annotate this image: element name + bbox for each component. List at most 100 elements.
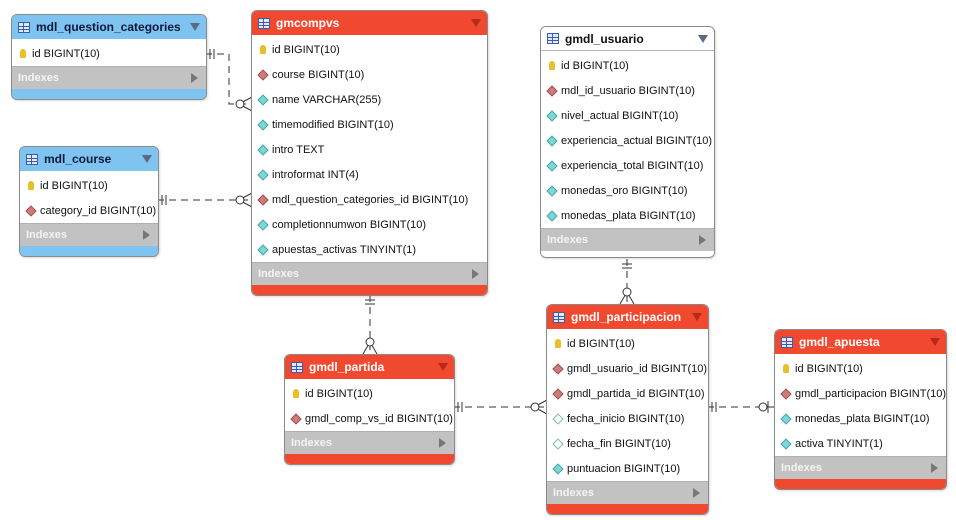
column-row[interactable]: introformat INT(4) [252,162,487,187]
relationship-usuario-participacion[interactable] [619,259,635,305]
column-row[interactable]: monedas_plata BIGINT(10) [775,406,946,431]
column-icon [546,109,558,122]
collapse-toggle-icon[interactable] [698,34,708,43]
column-row[interactable]: id BIGINT(10) [20,173,158,198]
expand-arrow-icon[interactable] [143,230,150,240]
table-icon [547,33,559,44]
collapse-toggle-icon[interactable] [438,363,448,371]
table-footer [541,251,714,257]
collapse-toggle-icon[interactable] [930,338,940,346]
indexes-label: Indexes [258,268,299,280]
column-row[interactable]: id BIGINT(10) [12,41,206,66]
table-title: gmdl_partida [309,360,385,374]
column-row[interactable]: apuestas_activas TINYINT(1) [252,237,487,262]
column-icon [257,118,269,131]
column-row[interactable]: mdl_id_usuario BIGINT(10) [541,78,714,103]
relationship-course-gmcompvs[interactable] [157,192,253,208]
column-row[interactable]: id BIGINT(10) [547,331,708,356]
table-mdl-question-categories[interactable]: mdl_question_categories id BIGINT(10) In… [11,14,207,100]
table-header[interactable]: gmdl_participacion [547,305,708,329]
column-row[interactable]: timemodified BIGINT(10) [252,112,487,137]
column-row[interactable]: gmdl_participacion BIGINT(10) [775,381,946,406]
indexes-section[interactable]: Indexes [252,262,487,285]
table-header[interactable]: mdl_question_categories [12,15,206,39]
collapse-toggle-icon[interactable] [142,155,152,163]
column-row[interactable]: monedas_oro BIGINT(10) [541,178,714,203]
column-row[interactable]: gmdl_comp_vs_id BIGINT(10) [285,406,454,431]
table-gmdl-apuesta[interactable]: gmdl_apuesta id BIGINT(10) gmdl_particip… [774,329,947,490]
table-header[interactable]: gmdl_apuesta [775,330,946,354]
table-title: gmdl_apuesta [799,335,880,349]
column-label: fecha_inicio BIGINT(10) [567,412,685,425]
column-label: category_id BIGINT(10) [40,204,157,217]
column-label: name VARCHAR(255) [272,93,382,106]
collapse-toggle-icon[interactable] [190,23,200,31]
indexes-section[interactable]: Indexes [541,228,714,251]
table-gmdl-usuario[interactable]: gmdl_usuario id BIGINT(10) mdl_id_usuari… [540,26,715,258]
table-header[interactable]: gmdl_partida [285,355,454,379]
expand-arrow-icon[interactable] [931,463,938,473]
expand-arrow-icon[interactable] [439,438,446,448]
collapse-toggle-icon[interactable] [471,19,481,27]
column-label: id BIGINT(10) [561,59,629,72]
primary-key-icon [26,181,36,190]
relationship-participacion-apuesta[interactable] [707,401,775,413]
indexes-section[interactable]: Indexes [12,66,206,89]
column-row[interactable]: mdl_question_categories_id BIGINT(10) [252,187,487,212]
column-row[interactable]: nivel_actual BIGINT(10) [541,103,714,128]
column-label: gmdl_comp_vs_id BIGINT(10) [305,412,453,425]
table-icon [553,311,565,323]
column-row[interactable]: puntuacion BIGINT(10) [547,456,708,481]
table-gmcompvs[interactable]: gmcompvs id BIGINT(10) course BIGINT(10)… [251,10,488,296]
column-row[interactable]: fecha_fin BIGINT(10) [547,431,708,456]
column-row[interactable]: completionnumwon BIGINT(10) [252,212,487,237]
column-row[interactable]: intro TEXT [252,137,487,162]
indexes-section[interactable]: Indexes [775,456,946,479]
expand-arrow-icon[interactable] [191,73,198,83]
relationship-partida-participacion[interactable] [453,399,548,415]
table-gmdl-participacion[interactable]: gmdl_participacion id BIGINT(10) gmdl_us… [546,304,709,515]
column-row[interactable]: category_id BIGINT(10) [20,198,158,223]
indexes-section[interactable]: Indexes [20,223,158,246]
indexes-label: Indexes [781,462,822,474]
expand-arrow-icon[interactable] [472,269,479,279]
column-row[interactable]: gmdl_usuario_id BIGINT(10) [547,356,708,381]
column-row[interactable]: course BIGINT(10) [252,62,487,87]
column-label: intro TEXT [272,143,325,156]
relationship-question-categories-gmcompvs[interactable] [205,49,253,112]
nullable-column-icon [552,437,564,450]
table-header[interactable]: gmdl_usuario [541,27,714,51]
column-row[interactable]: fecha_inicio BIGINT(10) [547,406,708,431]
column-row[interactable]: gmdl_partida_id BIGINT(10) [547,381,708,406]
column-row[interactable]: name VARCHAR(255) [252,87,487,112]
table-mdl-course[interactable]: mdl_course id BIGINT(10) category_id BIG… [19,146,159,257]
column-row[interactable]: id BIGINT(10) [252,37,487,62]
column-icon [257,243,269,256]
table-header[interactable]: mdl_course [20,147,158,171]
column-label: id BIGINT(10) [32,47,100,60]
column-row[interactable]: id BIGINT(10) [541,53,714,78]
column-row[interactable]: id BIGINT(10) [285,381,454,406]
expand-arrow-icon[interactable] [699,235,706,245]
indexes-label: Indexes [18,72,59,84]
table-header[interactable]: gmcompvs [252,11,487,35]
collapse-toggle-icon[interactable] [692,313,702,321]
table-gmdl-partida[interactable]: gmdl_partida id BIGINT(10) gmdl_comp_vs_… [284,354,455,465]
column-row[interactable]: id BIGINT(10) [775,356,946,381]
column-row[interactable]: activa TINYINT(1) [775,431,946,456]
foreign-key-icon [552,362,564,375]
indexes-section[interactable]: Indexes [547,481,708,504]
table-footer [20,246,158,256]
column-icon [546,184,558,197]
expand-arrow-icon[interactable] [693,488,700,498]
column-row[interactable]: experiencia_total BIGINT(10) [541,153,714,178]
table-footer [285,454,454,464]
table-icon [258,17,270,29]
column-row[interactable]: experiencia_actual BIGINT(10) [541,128,714,153]
column-label: mdl_id_usuario BIGINT(10) [561,84,695,97]
column-row[interactable]: monedas_plata BIGINT(10) [541,203,714,228]
indexes-section[interactable]: Indexes [285,431,454,454]
relationship-gmcompvs-partida[interactable] [362,295,378,355]
primary-key-icon [258,45,268,54]
indexes-label: Indexes [547,234,588,246]
